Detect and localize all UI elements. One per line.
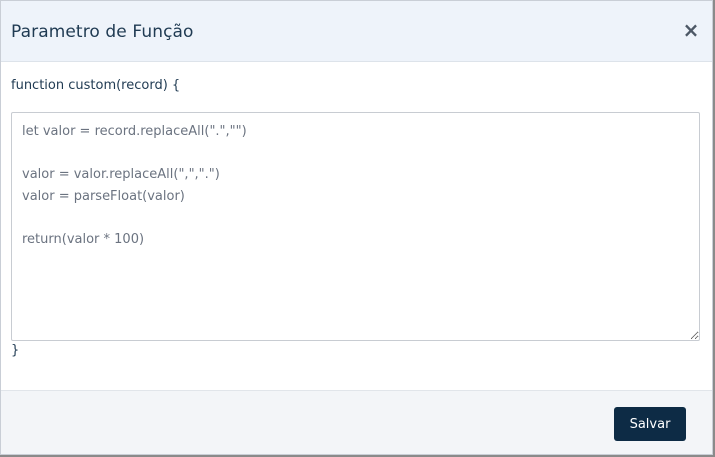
close-icon[interactable]: × — [682, 18, 700, 42]
dialog-footer: Salvar — [1, 390, 712, 454]
function-signature-open: function custom(record) { — [11, 78, 181, 93]
function-signature-close: } — [11, 343, 20, 358]
function-code-editor[interactable]: let valor = record.replaceAll(".","") va… — [11, 112, 700, 341]
dialog-title: Parametro de Função — [11, 22, 194, 42]
dialog-header: Parametro de Função × — [1, 1, 712, 62]
save-button[interactable]: Salvar — [614, 407, 686, 441]
